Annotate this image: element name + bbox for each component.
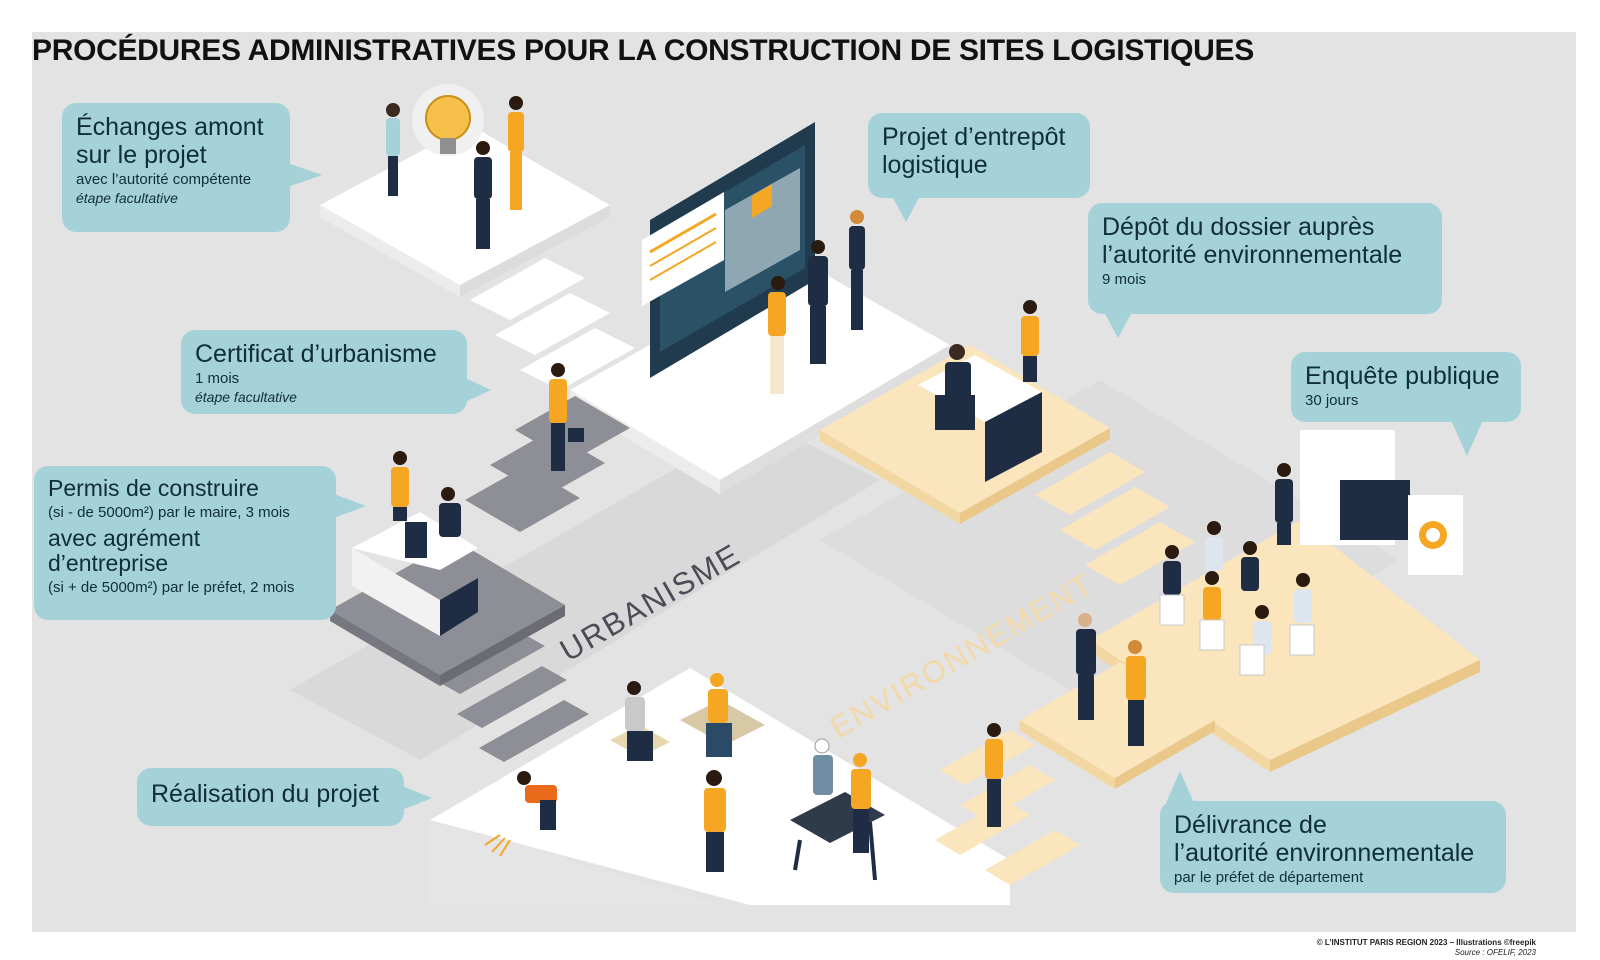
callout-detail: avec l’autorité compétente (76, 171, 252, 188)
callout-duration: 30 jours (1305, 392, 1359, 409)
callout-heading: avec agrément (48, 524, 201, 551)
platform-echanges (320, 125, 610, 297)
callout-detail: (si - de 5000m²) par le maire, 3 mois (48, 503, 290, 521)
callout-heading: l’autorité environnementale (1102, 241, 1403, 269)
callout-detail: par le préfet de département (1174, 869, 1364, 886)
callout-duration: 9 mois (1102, 271, 1147, 288)
stairs-urbanisme (435, 396, 630, 762)
callout-heading: Projet d’entrepôt (882, 123, 1066, 151)
callout-duration: 1 mois (195, 370, 240, 387)
callout-tail (465, 378, 491, 402)
callout-heading: Dépôt du dossier auprès (1102, 213, 1375, 241)
callout-heading: Certificat d’urbanisme (195, 340, 437, 368)
callout-delivrance: Délivrance de l’autorité environnemental… (1160, 771, 1506, 893)
callout-tail (1104, 312, 1132, 338)
callout-heading: Enquête publique (1305, 362, 1500, 390)
callout-heading: d’entreprise (48, 550, 169, 577)
credit-line: © L’INSTITUT PARIS REGION 2023 – Illustr… (1316, 938, 1536, 947)
callout-heading: l’autorité environnementale (1174, 839, 1475, 867)
grinder-sparks (484, 834, 511, 857)
presentation-screen-icon (642, 122, 815, 378)
callout-permis-construire: Permis de construire (si - de 5000m²) pa… (34, 466, 366, 620)
callout-depot-dossier: Dépôt du dossier auprès l’autorité envir… (1088, 203, 1442, 338)
credits: © L’INSTITUT PARIS REGION 2023 – Illustr… (1317, 938, 1536, 958)
source-line: Source : OFELIF, 2023 (1454, 948, 1536, 957)
infographic-title: PROCÉDURES ADMINISTRATIVES POUR LA CONST… (32, 34, 1254, 67)
callout-heading: Permis de construire (48, 475, 259, 501)
callout-heading: logistique (882, 151, 988, 179)
callout-tail (334, 494, 366, 518)
callout-note: étape facultative (195, 388, 297, 405)
callout-enquete-publique: Enquête publique 30 jours (1291, 352, 1521, 456)
platform-permis (330, 512, 565, 686)
callout-heading: Délivrance de (1174, 811, 1327, 839)
people-figures (386, 96, 1315, 872)
callout-tail (1451, 420, 1483, 456)
callout-echanges-amont: Échanges amont sur le projet avec l’auto… (62, 103, 322, 232)
platform-delivrance (1020, 662, 1215, 789)
callout-note: étape facultative (76, 189, 178, 206)
callout-projet-entrepot: Projet d’entrepôt logistique (868, 113, 1090, 222)
callout-tail (892, 196, 920, 222)
callout-detail: (si + de 5000m²) par le préfet, 2 mois (48, 579, 295, 597)
callout-heading: sur le projet (76, 141, 207, 169)
callout-tail (402, 786, 432, 810)
lightbulb-icon (412, 84, 484, 156)
callout-tail (288, 163, 322, 187)
callout-certificat-urbanisme: Certificat d’urbanisme 1 mois étape facu… (181, 330, 491, 414)
callout-heading: Réalisation du projet (151, 780, 379, 808)
stairs-white (470, 258, 635, 390)
callout-heading: Échanges amont (76, 113, 264, 141)
callout-tail (1166, 771, 1194, 803)
callout-realisation-projet: Réalisation du projet (137, 768, 432, 826)
